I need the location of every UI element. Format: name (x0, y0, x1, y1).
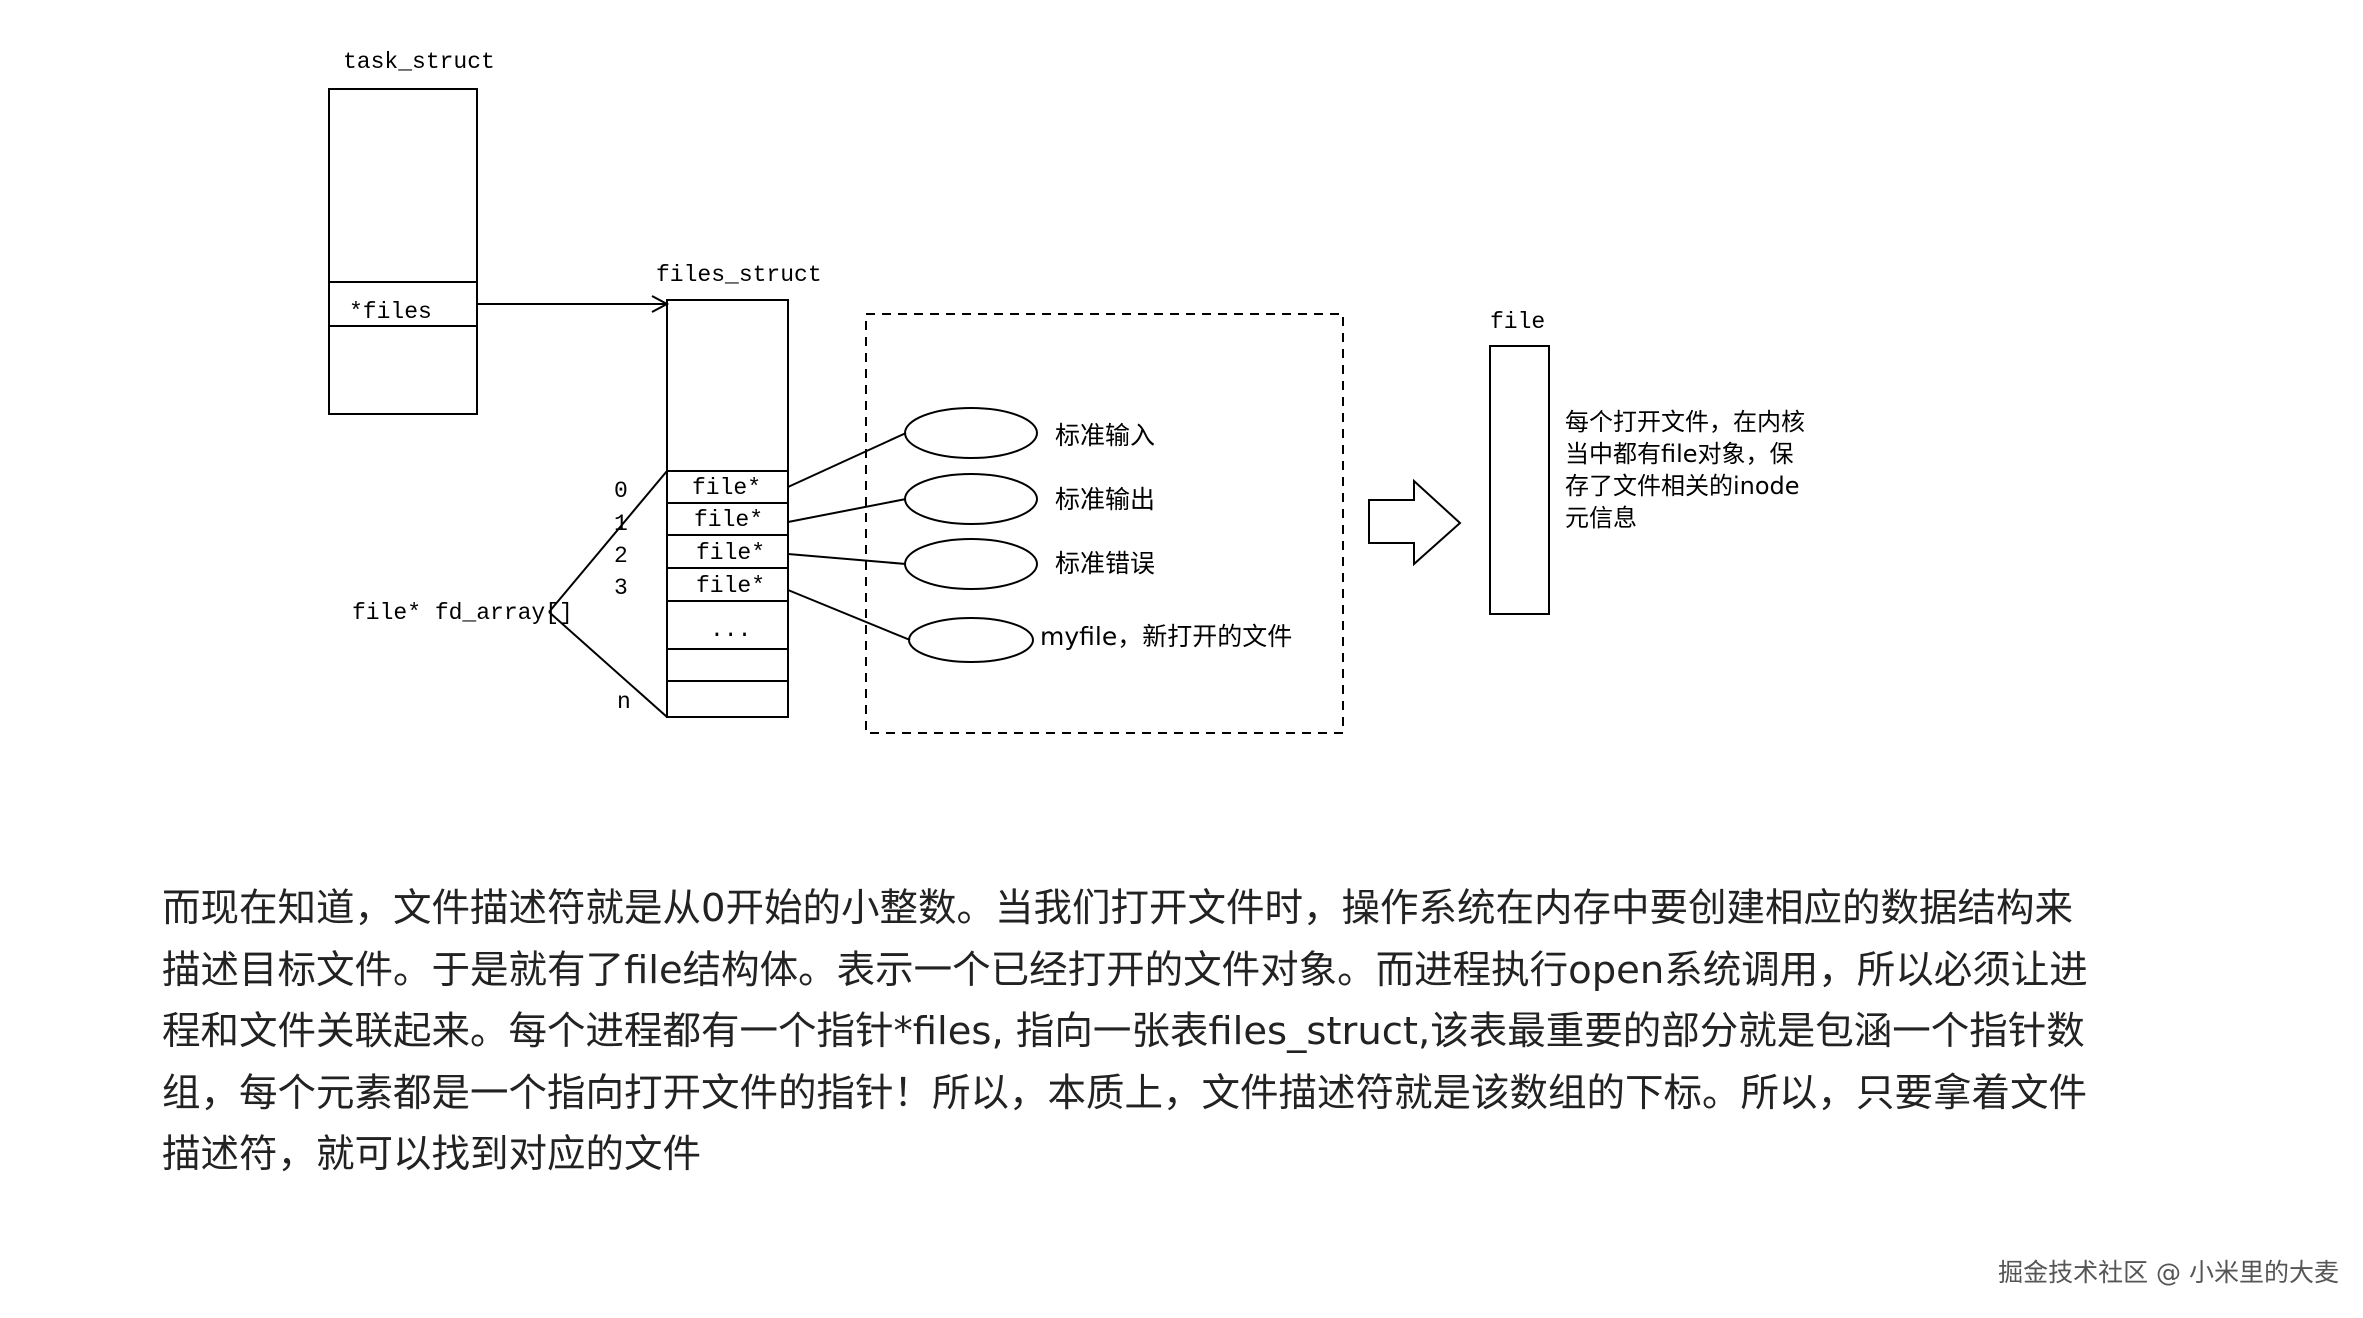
fd-array-bracket (548, 470, 668, 613)
watermark: 掘金技术社区 @ 小米里的大麦 (1998, 1258, 2339, 1287)
fd-connector (787, 553, 907, 565)
fd-array-label: file* fd_array[] (352, 600, 573, 626)
fd-diagram: task_struct *files files_struct file* fi… (328, 49, 1805, 734)
fd-slot-ellipsis: ... (710, 617, 751, 643)
files-struct-box (666, 299, 789, 718)
task-struct-title: task_struct (343, 49, 495, 75)
fd-index: 3 (614, 575, 628, 601)
file-node-stderr (904, 538, 1038, 590)
explanation-paragraph: 而现在知道，文件描述符就是从0开始的小整数。当我们打开文件时，操作系统在内存中要… (162, 878, 2192, 1186)
file-description-line: 存了文件相关的inode (1565, 472, 1800, 500)
file-description-line: 元信息 (1565, 504, 1637, 532)
paragraph-line: 描述目标文件。于是就有了file结构体。表示一个已经打开的文件对象。而进程执行o… (162, 947, 2088, 993)
fd-connector (787, 432, 907, 488)
stdout-label: 标准输出 (1055, 485, 1155, 514)
paragraph-line: 程和文件关联起来。每个进程都有一个指针*files, 指向一张表files_st… (162, 1009, 2085, 1054)
myfile-label: myfile，新打开的文件 (1040, 622, 1292, 651)
paragraph-line: 描述符，就可以找到对应的文件 (162, 1132, 702, 1177)
fd-index: n (617, 689, 631, 715)
fd-slot: file* (696, 573, 765, 599)
file-node-myfile (908, 617, 1034, 663)
fd-slot: file* (694, 507, 763, 533)
file-description-line: 当中都有file对象，保 (1565, 440, 1794, 468)
file-node-stdout (904, 473, 1038, 525)
fd-connector (787, 498, 907, 523)
files-pointer-field: *files (349, 299, 432, 325)
file-title: file (1490, 309, 1545, 335)
right-arrow-icon (1368, 478, 1462, 567)
paragraph-line: 组，每个元素都是一个指向打开文件的指针！所以，本质上，文件描述符就是该数组的下标… (162, 1070, 2088, 1116)
stderr-label: 标准错误 (1055, 549, 1155, 578)
file-description-line: 每个打开文件，在内核 (1565, 408, 1805, 436)
fd-slot: file* (696, 540, 765, 566)
task-struct-box (328, 88, 478, 415)
paragraph-line: 而现在知道，文件描述符就是从0开始的小整数。当我们打开文件时，操作系统在内存中要… (162, 886, 2073, 931)
fd-connector (787, 589, 911, 641)
fd-index: 0 (614, 478, 628, 504)
fd-index: 2 (614, 543, 628, 569)
fd-slot: file* (692, 475, 761, 501)
open-files-region (865, 313, 1344, 734)
file-node-stdin (904, 407, 1038, 459)
file-box (1489, 345, 1550, 615)
files-struct-title: files_struct (656, 262, 822, 288)
fd-array-bracket (548, 611, 668, 718)
stdin-label: 标准输入 (1055, 421, 1155, 450)
